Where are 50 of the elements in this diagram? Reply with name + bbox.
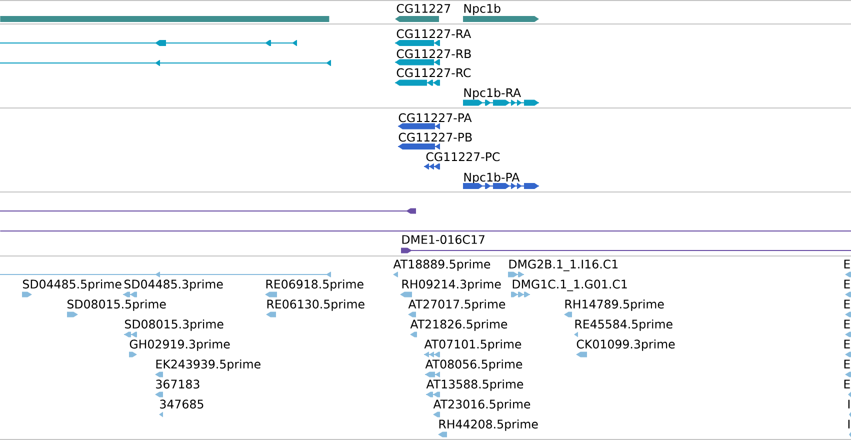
feature-label: CG11227-RC: [396, 68, 471, 78]
feature-label: RE06918.5prime: [266, 279, 364, 291]
feature-label: E: [844, 360, 850, 368]
feature-label: E: [844, 260, 850, 268]
feature-label: CG11227: [396, 4, 450, 13]
feature-label: SD04485.5prime: [23, 279, 122, 291]
feature-label: DMG1C.1_1.G01.C1: [512, 280, 627, 292]
feature-label: GH02919.3prime: [130, 339, 230, 351]
feature-label: SD04485.3prime: [124, 279, 223, 291]
feature-label: CG11227-RA: [396, 29, 472, 38]
feature-label: AT13588.5prime: [426, 379, 524, 391]
feature-label: Npc1b: [464, 4, 500, 16]
feature-label: EK243939.5prime: [156, 359, 260, 371]
feature-label: E: [844, 380, 850, 388]
feature-label: RE06130.5prime: [267, 299, 364, 311]
feature-label: E: [844, 320, 850, 328]
feature-label: Npc1b-PA: [464, 172, 520, 184]
feature-glyph: [0, 208, 416, 214]
feature-label: 347685: [160, 400, 204, 409]
feature-line: [0, 230, 851, 232]
feature-label: RH14789.5prime: [565, 299, 664, 311]
feature-label: E: [844, 340, 850, 348]
feature-label: SD08015.5prime: [68, 299, 166, 311]
feature-label: E: [844, 300, 850, 308]
feature-label: SD08015.3prime: [125, 319, 224, 331]
feature-label: CG11227-PA: [398, 113, 472, 122]
feature-label: CK01099.3prime: [576, 339, 675, 351]
feature-label: DME1-016C17: [402, 235, 484, 244]
feature-label: Npc1b-RA: [464, 88, 521, 100]
feature-bar: [0, 16, 330, 22]
feature-glyph: [0, 272, 331, 278]
feature-glyph: [0, 60, 331, 66]
feature-label: 367183: [156, 380, 200, 389]
feature-label: AT08056.5prime: [425, 359, 522, 371]
feature-label: AT07101.5prime: [424, 339, 522, 351]
feature-label: AT27017.5prime: [408, 299, 506, 311]
feature-label: RH44208.5prime: [439, 419, 538, 431]
feature-label: AT23016.5prime: [433, 399, 530, 411]
feature-label: RH09214.3prime: [402, 279, 501, 291]
feature-label: I: [848, 420, 850, 428]
feature-label: CG11227-PB: [398, 132, 472, 142]
feature-label: AT21826.5prime: [410, 319, 508, 331]
feature-label: AT18889.5prime: [393, 259, 490, 271]
feature-label: I: [848, 400, 850, 408]
feature-label: RE45584.5prime: [575, 319, 672, 331]
feature-label: DMG2B.1_1.I16.C1: [509, 260, 618, 272]
feature-label: CG11227-PC: [426, 152, 500, 162]
feature-glyph: [0, 40, 297, 46]
feature-label: E: [844, 280, 850, 288]
feature-label: CG11227-RB: [396, 49, 471, 58]
